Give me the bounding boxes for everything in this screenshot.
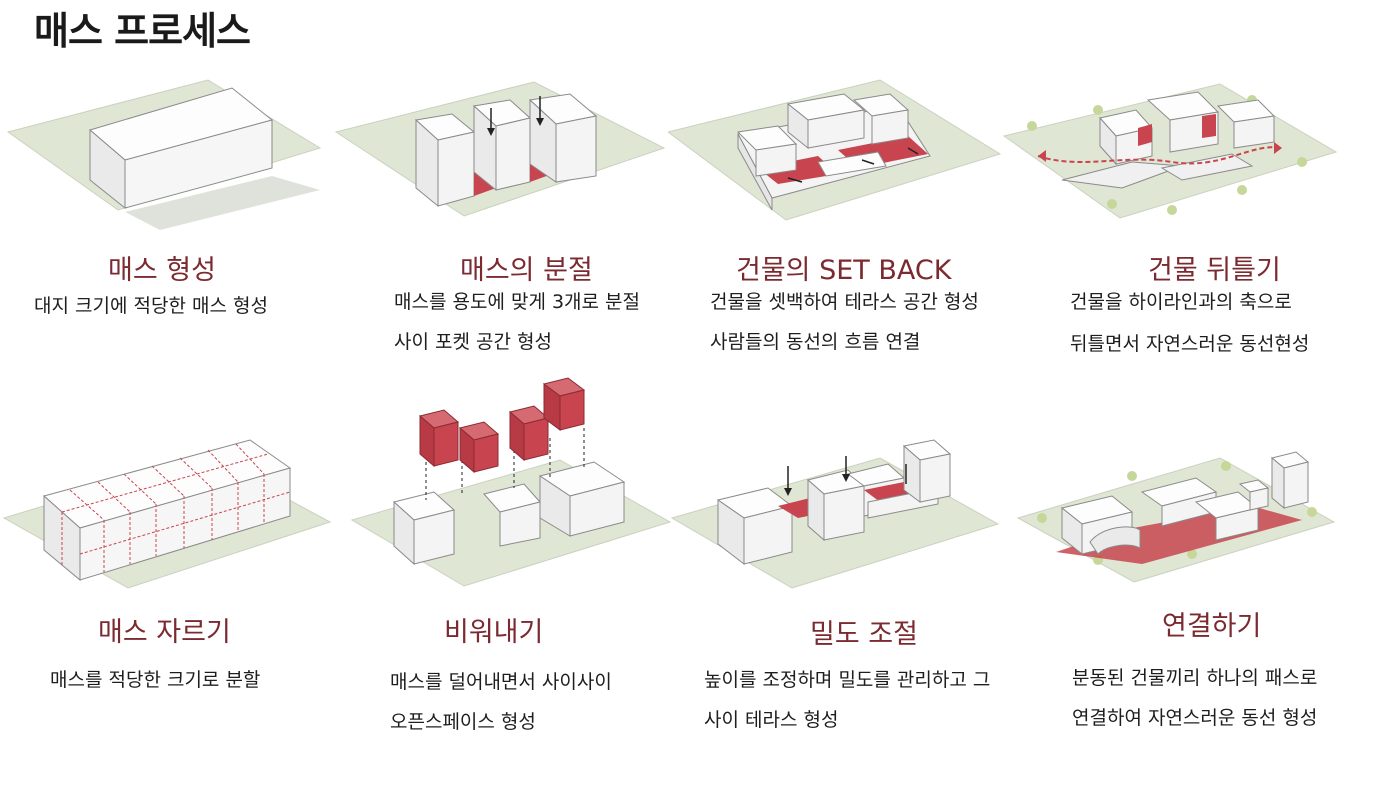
step-desc-line: 사이 포켓 공간 형성	[394, 331, 552, 353]
step-panel-8: 연결하기 분동된 건물끼리 하나의 패스로 연결하여 자연스러운 동선 형성	[1002, 430, 1342, 790]
step-desc-line: 사람들의 동선의 흐름 연결	[710, 331, 921, 353]
mass-cutting-diagram	[2, 439, 332, 589]
twist-diagram	[1002, 83, 1338, 219]
step-panel-3: 건물의 SET BACK 건물을 셋백하여 테라스 공간 형성 사람들의 동선의…	[668, 70, 1008, 430]
step-desc-line: 사이 테라스 형성	[704, 709, 839, 731]
step-desc-line: 분동된 건물끼리 하나의 패스로	[1072, 667, 1318, 689]
step-desc-line: 건물을 셋백하여 테라스 공간 형성	[710, 291, 979, 313]
step-title: 매스의 분절	[460, 255, 593, 286]
step-title: 밀도 조절	[810, 619, 918, 650]
step-panel-4: 건물 뒤틀기 건물을 하이라인과의 축으로 뒤틀면서 자연스러운 동선현성	[1002, 70, 1342, 430]
step-title: 비워내기	[444, 617, 544, 648]
step-desc-line: 연결하여 자연스러운 동선 형성	[1072, 707, 1318, 729]
step-title: 매스 자르기	[98, 617, 231, 648]
step-desc-line: 매스를 적당한 크기로 분할	[50, 669, 261, 691]
step-panel-1: 매스 형성 대지 크기에 적당한 매스 형성	[0, 70, 340, 430]
setback-diagram	[668, 79, 1002, 221]
step-title: 매스 형성	[108, 255, 216, 286]
connecting-diagram	[1016, 451, 1336, 583]
step-desc-line: 대지 크기에 적당한 매스 형성	[34, 295, 268, 317]
step-title: 건물의 SET BACK	[736, 255, 952, 286]
step-desc-line: 높이를 조정하며 밀도를 관리하고 그	[704, 669, 991, 691]
step-desc-line: 건물을 하이라인과의 축으로	[1070, 291, 1292, 313]
step-desc-line: 오픈스페이스 형성	[390, 711, 536, 733]
step-desc-line: 매스를 용도에 맞게 3개로 분절	[394, 291, 641, 313]
step-panel-6: 비워내기 매스를 덜어내면서 사이사이 오픈스페이스 형성	[334, 372, 674, 733]
step-desc-line: 매스를 덜어내면서 사이사이	[390, 671, 612, 693]
step-desc-line: 뒤틀면서 자연스러운 동선현성	[1070, 333, 1310, 355]
hollowing-diagram	[350, 377, 672, 587]
step-panel-7: 밀도 조절 높이를 조정하며 밀도를 관리하고 그 사이 테라스 형성	[668, 430, 1008, 790]
step-panel-2: 매스의 분절 매스를 용도에 맞게 3개로 분절 사이 포켓 공간 형성	[334, 70, 674, 430]
density-diagram	[670, 439, 1000, 589]
mass-formation-diagram	[6, 79, 322, 230]
step-title: 연결하기	[1162, 611, 1262, 642]
mass-division-diagram	[334, 81, 666, 217]
page-title: 매스 프로세스	[34, 9, 251, 53]
step-panel-5: 매스 자르기 매스를 적당한 크기로 분할	[0, 430, 340, 790]
step-title: 건물 뒤틀기	[1148, 255, 1281, 286]
